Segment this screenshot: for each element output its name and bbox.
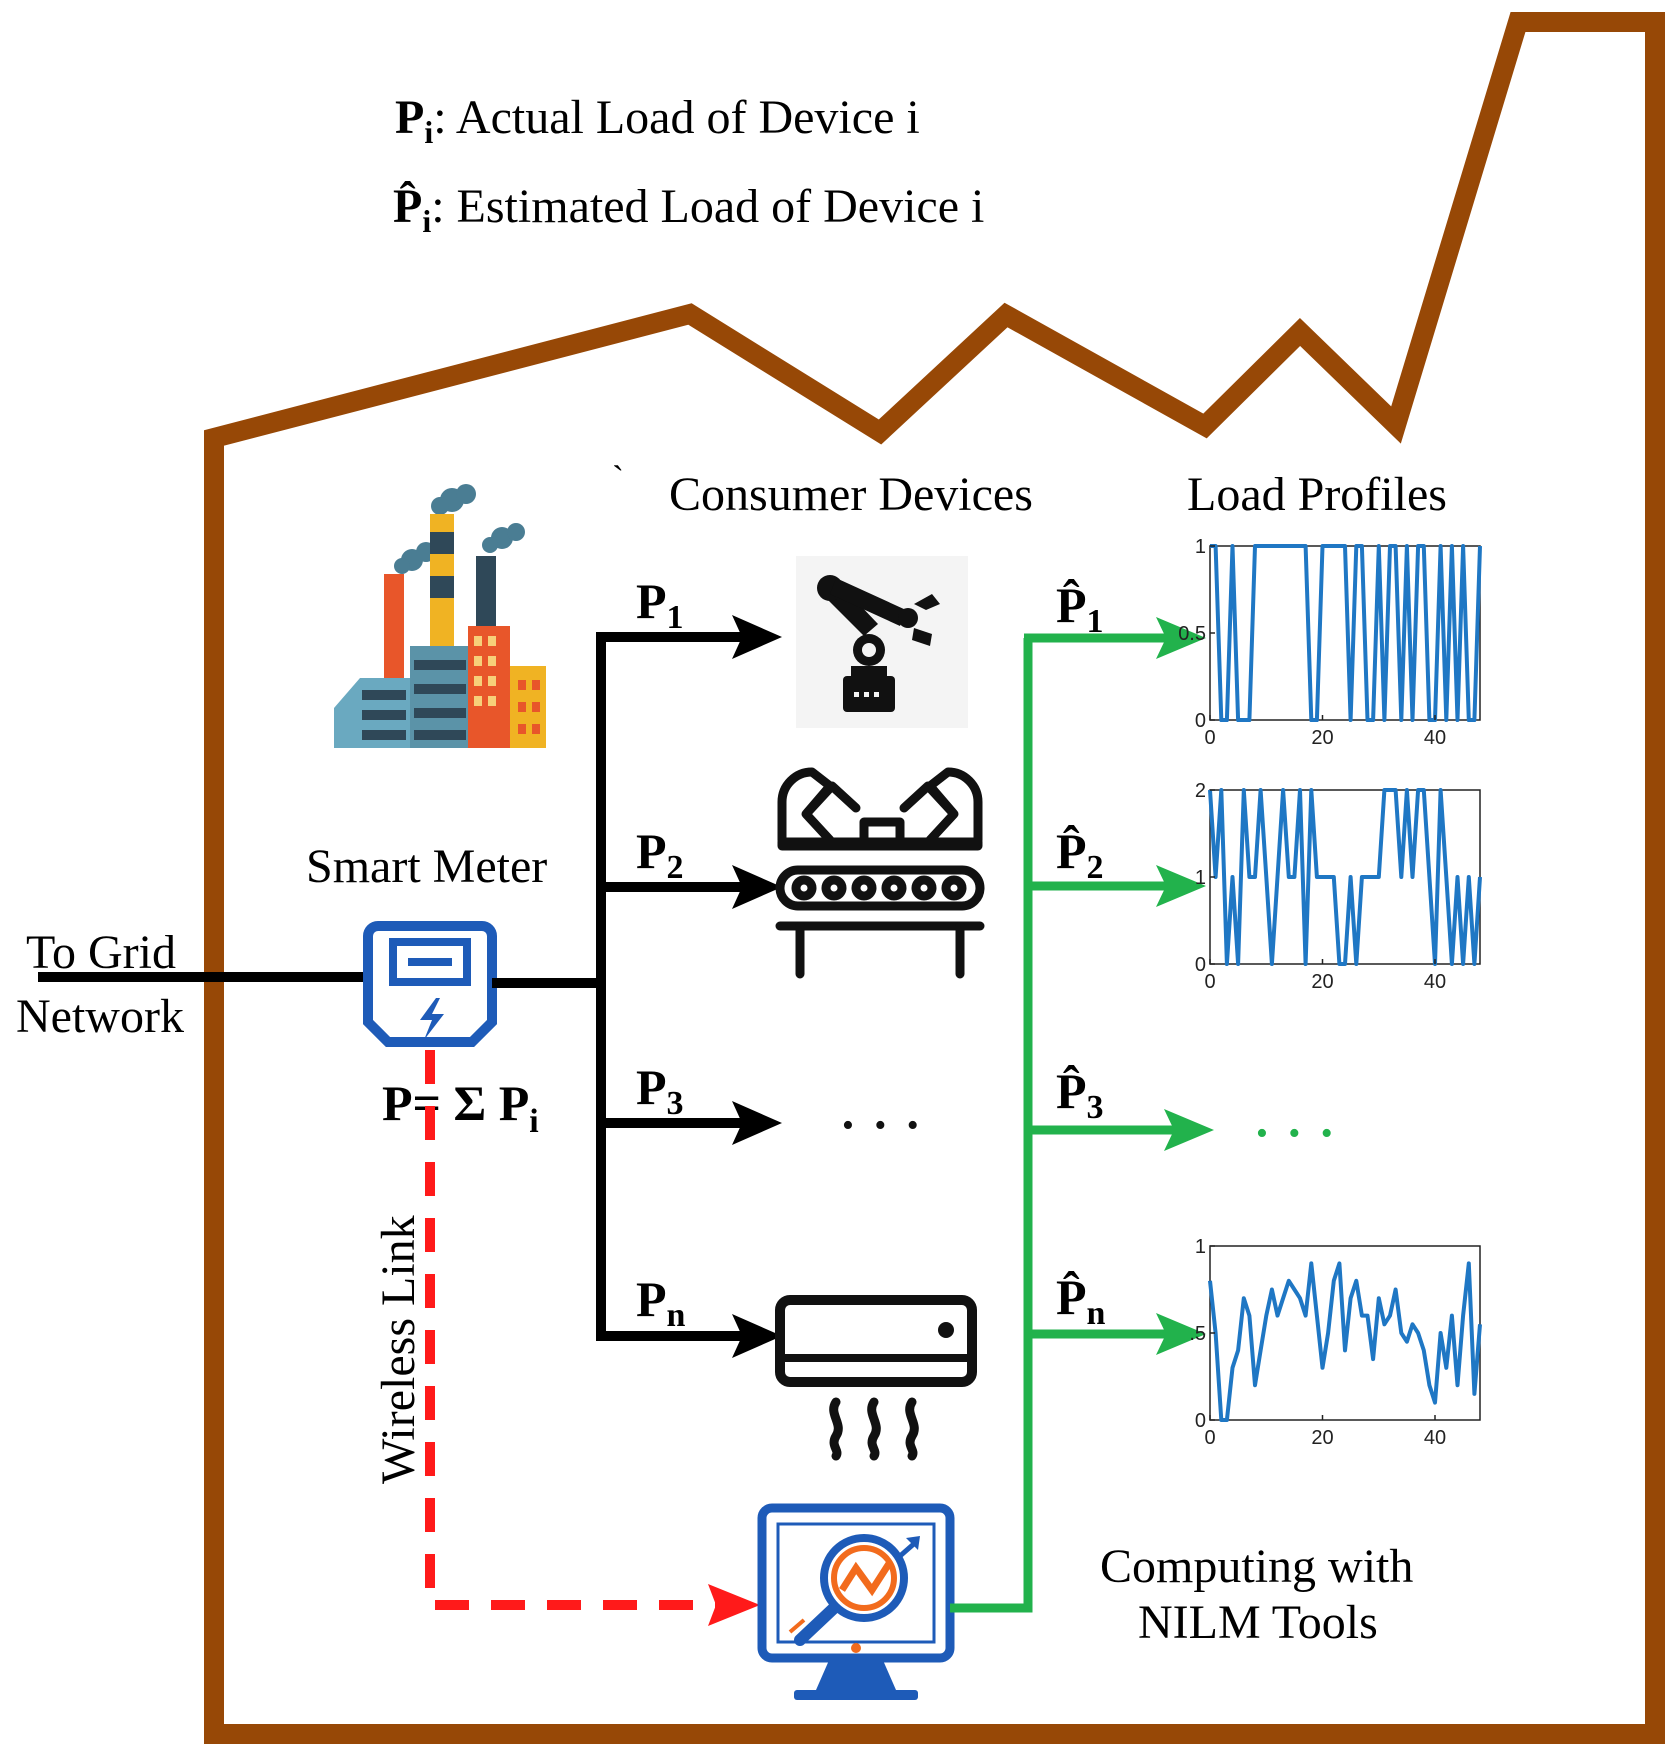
- actual-branches: [596, 632, 745, 1341]
- x-tick-label: 20: [1311, 727, 1333, 749]
- building-outline: [204, 12, 1665, 1744]
- y-tick-label: 1: [1195, 1236, 1206, 1258]
- estimated-dots: • • •: [1256, 1115, 1339, 1152]
- x-tick-label: 40: [1424, 727, 1446, 749]
- branch-label-pnhat: P̂n: [1056, 1269, 1106, 1332]
- y-tick-label: 0: [1195, 710, 1206, 732]
- y-tick-label: 2: [1195, 780, 1206, 802]
- consumer-devices-heading: Consumer Devices: [669, 468, 1033, 521]
- arrow-p2hat: [1156, 865, 1206, 907]
- estimated-branch-labels: P̂1 P̂2 P̂3 P̂n: [1056, 577, 1106, 1332]
- x-tick-label: 40: [1424, 971, 1446, 993]
- computing-label-line2: NILM Tools: [1138, 1596, 1378, 1649]
- arrow-p3: [732, 1101, 782, 1145]
- smart-meter-icon: [363, 921, 497, 1047]
- wireless-link-path: [425, 1050, 728, 1610]
- arrow-p1: [732, 615, 782, 659]
- arrow-p2: [732, 865, 782, 909]
- arrow-p1hat: [1156, 617, 1206, 659]
- sum-formula: P= Σ Pi: [382, 1075, 539, 1140]
- branch-label-p2: P2: [636, 823, 684, 886]
- load-profile-plot-1: 0 20 40 0 0.5 1: [1178, 536, 1482, 749]
- x-tick-label: 20: [1311, 971, 1333, 993]
- y-tick-label: 0.5: [1178, 623, 1206, 645]
- actual-branch-labels: P1 P2 P3 Pn: [636, 573, 686, 1334]
- load-profiles-heading: Load Profiles: [1187, 468, 1447, 521]
- branch-label-p3hat: P̂3: [1056, 1063, 1104, 1126]
- x-tick-label: 0: [1204, 971, 1215, 993]
- branch-label-p3: P3: [636, 1059, 684, 1122]
- wireless-link-label: Wireless Link: [372, 1215, 425, 1484]
- legend-estimated: P̂i: Estimated Load of Device i: [393, 180, 984, 240]
- smart-meter-label: Smart Meter: [306, 840, 547, 893]
- conveyor-robots-icon: [775, 767, 985, 979]
- branch-label-p1: P1: [636, 573, 684, 636]
- arrow-p3hat: [1164, 1109, 1214, 1151]
- estimated-branches: [1024, 633, 1178, 1339]
- nilm-computer-icon: [757, 1503, 955, 1700]
- branch-label-p1hat: P̂1: [1056, 577, 1104, 640]
- x-tick-label: 40: [1424, 1427, 1446, 1449]
- load-series-line: [1208, 1261, 1482, 1422]
- wireless-arrowhead: [708, 1584, 760, 1626]
- to-grid-label-line2: Network: [16, 990, 184, 1043]
- factory-icon: [334, 484, 546, 748]
- estimated-arrowheads: [1156, 617, 1214, 1355]
- y-tick-label: 0: [1195, 954, 1206, 976]
- air-conditioner-icon: [775, 1295, 977, 1461]
- y-tick-label: 1: [1195, 536, 1206, 558]
- estimated-trunk: [950, 638, 1033, 1613]
- x-tick-label: 0: [1204, 1427, 1215, 1449]
- arrow-pnhat: [1156, 1313, 1206, 1355]
- device-dots: • • •: [842, 1107, 925, 1144]
- x-tick-label: 20: [1311, 1427, 1333, 1449]
- computing-label-line1: Computing with: [1100, 1540, 1413, 1593]
- arrow-pn: [732, 1314, 782, 1358]
- to-grid-label-line1: To Grid: [26, 926, 176, 979]
- legend-actual: Pi: Actual Load of Device i: [395, 91, 920, 150]
- branch-label-pn: Pn: [636, 1271, 686, 1334]
- y-tick-label: 1: [1195, 867, 1206, 889]
- legend: Pi: Actual Load of Device i P̂i: Estimat…: [393, 91, 984, 239]
- y-tick-label: .5: [1189, 1323, 1206, 1345]
- robot-arm-icon: [796, 556, 968, 728]
- actual-arrowheads: [732, 615, 782, 1358]
- load-profile-plot-3: 0 20 40 0 .5 1: [1189, 1236, 1482, 1449]
- backtick-mark: `: [612, 458, 624, 498]
- x-tick-label: 0: [1204, 727, 1215, 749]
- load-profile-plot-2: 0 20 40 0 1 2: [1195, 780, 1482, 993]
- y-tick-label: 0: [1195, 1410, 1206, 1432]
- branch-label-p2hat: P̂2: [1056, 823, 1104, 886]
